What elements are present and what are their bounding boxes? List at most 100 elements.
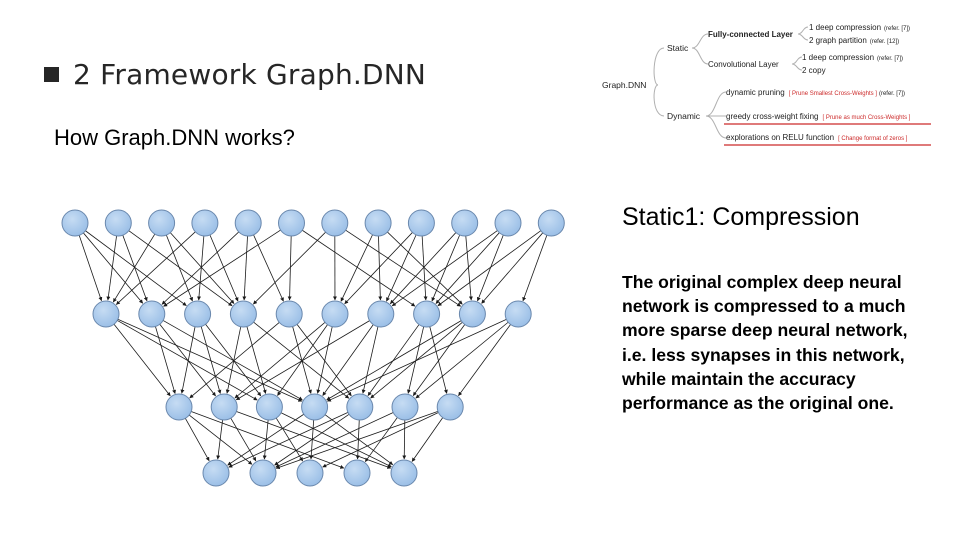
network-edge (476, 234, 504, 302)
svg-text:greedy cross-weight fixing[ Pr: greedy cross-weight fixing [ Prune as muc… (726, 112, 911, 121)
network-edge (113, 323, 171, 397)
tree-dyn-item2: greedy cross-weight fixing (726, 112, 818, 121)
network-edge (431, 234, 461, 302)
network-node-layer-2 (321, 300, 349, 328)
network-edge (287, 235, 292, 301)
network-edge (387, 231, 463, 305)
network-edge (117, 320, 258, 401)
network-edge (159, 324, 216, 397)
network-edge (274, 413, 350, 466)
network-edge (197, 235, 205, 301)
network-node-layer-3 (255, 393, 283, 421)
tree-conv-item1: 1 deep compression (802, 53, 874, 62)
network-edge (166, 234, 193, 302)
network-node-layer-4 (343, 459, 371, 487)
network-edge (421, 235, 428, 301)
network-edge (437, 230, 542, 307)
network-edge (465, 235, 473, 301)
svg-text:2 graph partition(refer. [12]): 2 graph partition(refer. [12]) (809, 36, 899, 45)
neural-network-diagram (61, 209, 565, 487)
network-edge (161, 231, 240, 305)
network-node-layer-2 (184, 300, 212, 328)
tree-static: Static (667, 43, 689, 53)
network-edge (225, 326, 242, 394)
network-edge (415, 321, 509, 399)
network-edge (391, 230, 498, 307)
network-edge (253, 231, 326, 305)
network-node-layer-1 (148, 209, 176, 237)
network-edge (407, 326, 425, 394)
tree-dynamic: Dynamic (667, 111, 701, 121)
network-edge (112, 233, 156, 303)
slide-subtitle: How Graph.DNN works? (54, 125, 295, 150)
network-node-layer-1 (191, 209, 219, 237)
network-node-layer-1 (234, 209, 262, 237)
network-edge (389, 232, 457, 305)
network-edge (402, 419, 407, 460)
svg-text:explorations on RELU function[: explorations on RELU function [ Change fo… (726, 133, 908, 142)
tree-fc-item2: 2 graph partition (809, 36, 867, 45)
svg-text:1 deep compression(refer. [7]): 1 deep compression(refer. [7]) (802, 53, 903, 62)
network-node-layer-2 (92, 300, 120, 328)
network-edge (302, 229, 416, 307)
network-edge (185, 418, 210, 462)
tree-fc-item1-ref: (refer. [7]) (884, 26, 910, 32)
network-edge (326, 319, 507, 402)
network-edge (191, 411, 345, 469)
network-edge (216, 419, 223, 460)
network-node-layer-3 (436, 393, 464, 421)
network-node-layer-1 (451, 209, 479, 237)
network-edge (235, 320, 370, 401)
network-edge (189, 322, 280, 399)
network-edge (344, 232, 413, 305)
network-node-layer-1 (321, 209, 349, 237)
tree-dyn-item1: dynamic pruning (726, 88, 785, 97)
network-node-layer-2 (138, 300, 166, 328)
tree-conv-item1-ref: (refer. [7]) (877, 56, 903, 62)
network-edge (280, 412, 392, 468)
network-edge (163, 229, 281, 307)
graphdnn-taxonomy-tree: Graph.DNN Static Dynamic Fully-connected… (602, 23, 931, 146)
network-edge (411, 417, 444, 462)
tree-dyn-item3: explorations on RELU function (726, 133, 834, 142)
network-edge (345, 229, 462, 307)
tree-fc-item1: 1 deep compression (809, 23, 881, 32)
tree-dyn-item2-note: [ Prune as much Cross-Weights ] (822, 115, 910, 121)
tree-dyn-item1-note: [ Prune Smallest Cross-Weights ] (789, 91, 878, 97)
network-edge (106, 235, 117, 301)
svg-text:1 deep compression(refer. [7]): 1 deep compression(refer. [7]) (809, 23, 910, 32)
network-edge (242, 235, 248, 301)
network-edge (169, 232, 235, 304)
network-edge (234, 322, 326, 399)
network-node-layer-1 (364, 209, 392, 237)
network-edge (117, 318, 303, 402)
network-node-layer-3 (210, 393, 238, 421)
network-edge (458, 324, 511, 397)
network-node-layer-1 (278, 209, 305, 237)
network-edge (116, 231, 196, 305)
network-node-layer-1 (104, 209, 132, 237)
network-node-layer-4 (296, 459, 324, 487)
network-edge (228, 412, 349, 468)
network-node-layer-2 (229, 300, 257, 328)
network-edge (246, 326, 267, 394)
network-edge (361, 326, 379, 394)
network-node-layer-2 (458, 300, 486, 328)
network-edge (386, 234, 417, 302)
network-edge (209, 234, 239, 302)
tree-fc-item2-ref: (refer. [12]) (870, 39, 899, 45)
network-edge (275, 410, 439, 470)
network-node-layer-1 (537, 209, 565, 237)
network-node-layer-3 (165, 393, 193, 421)
tree-conv-item2: 2 copy (802, 66, 826, 75)
section-heading: Static1: Compression (622, 203, 860, 231)
network-node-layer-2 (413, 300, 441, 328)
tree-dyn-item3-note: [ Change format of zeros ] (838, 136, 908, 142)
network-node-layer-2 (504, 300, 532, 328)
network-edge (128, 230, 233, 307)
network-edge (412, 324, 466, 396)
network-edge (322, 412, 439, 468)
tree-dyn-item1-ref: (refer. [7]) (879, 91, 905, 97)
tree-root: Graph.DNN (602, 80, 646, 90)
network-node-layer-2 (367, 300, 395, 328)
